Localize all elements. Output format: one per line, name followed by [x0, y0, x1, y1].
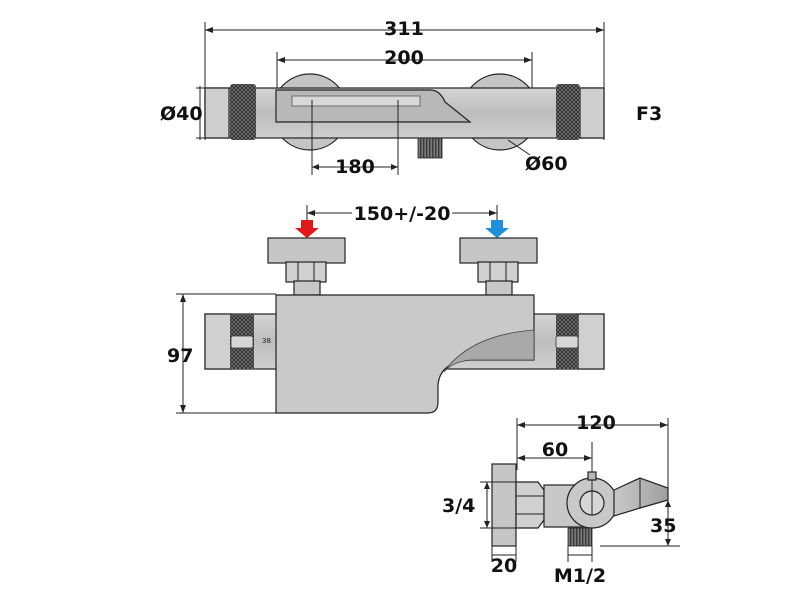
dim-outlet-thread: M1/2 [554, 546, 606, 587]
dim-thread: 3/4 [442, 481, 516, 529]
label-eccentric-diameter: Ø60 [525, 153, 568, 175]
side-eccentric-cap [491, 463, 517, 547]
side-hex-nut [515, 481, 545, 529]
left-eccentric-cap [267, 237, 346, 264]
dim-total-depth: 120 [516, 412, 669, 520]
side-outlet-thread [567, 527, 593, 547]
dim-outlet-height: 35 [600, 500, 680, 547]
label-inlet-distance: 200 [384, 47, 424, 69]
label-thread: 3/4 [442, 495, 475, 517]
label-total-depth: 120 [576, 412, 616, 434]
label-center-distance: 150+/-20 [354, 203, 451, 225]
front-view: 150+/-20 38 [167, 201, 605, 414]
dim-nut-width: 20 [491, 546, 517, 577]
cold-inlet-arrow-icon [485, 220, 509, 238]
front-left-window [230, 335, 254, 349]
right-eccentric-cap [459, 237, 538, 264]
label-front-height: 97 [167, 345, 193, 367]
dial-marking: 38 [262, 337, 271, 345]
dim-axis-offset: 60 [517, 439, 593, 478]
top-outlet-thread [417, 137, 443, 159]
dim-eccentric-diameter: Ø60 [507, 139, 568, 175]
top-left-knurl [230, 84, 256, 140]
label-nut-width: 20 [491, 555, 517, 577]
side-spout [613, 477, 669, 517]
label-overall-length: 311 [384, 18, 424, 40]
dim-body-diameter: Ø40 [160, 86, 210, 140]
dim-front-height: 97 [167, 293, 276, 414]
dim-center-distance: 150+/-20 [306, 201, 498, 240]
top-view: 311 200 180 [160, 18, 662, 178]
top-right-knurl [556, 84, 580, 140]
label-outlet-thread: M1/2 [554, 565, 606, 587]
label-body-diameter: Ø40 [160, 103, 203, 125]
side-view: 120 60 3/4 [442, 412, 680, 587]
label-axis-offset: 60 [542, 439, 568, 461]
hot-inlet-arrow-icon [295, 220, 319, 238]
label-cut: F3 [636, 103, 662, 125]
front-right-window [555, 335, 579, 349]
left-hex-nut [285, 261, 327, 283]
dim-spout-width: 180 [311, 100, 399, 178]
label-outlet-height: 35 [650, 515, 676, 537]
label-spout-width: 180 [335, 156, 375, 178]
right-hex-nut [477, 261, 519, 283]
